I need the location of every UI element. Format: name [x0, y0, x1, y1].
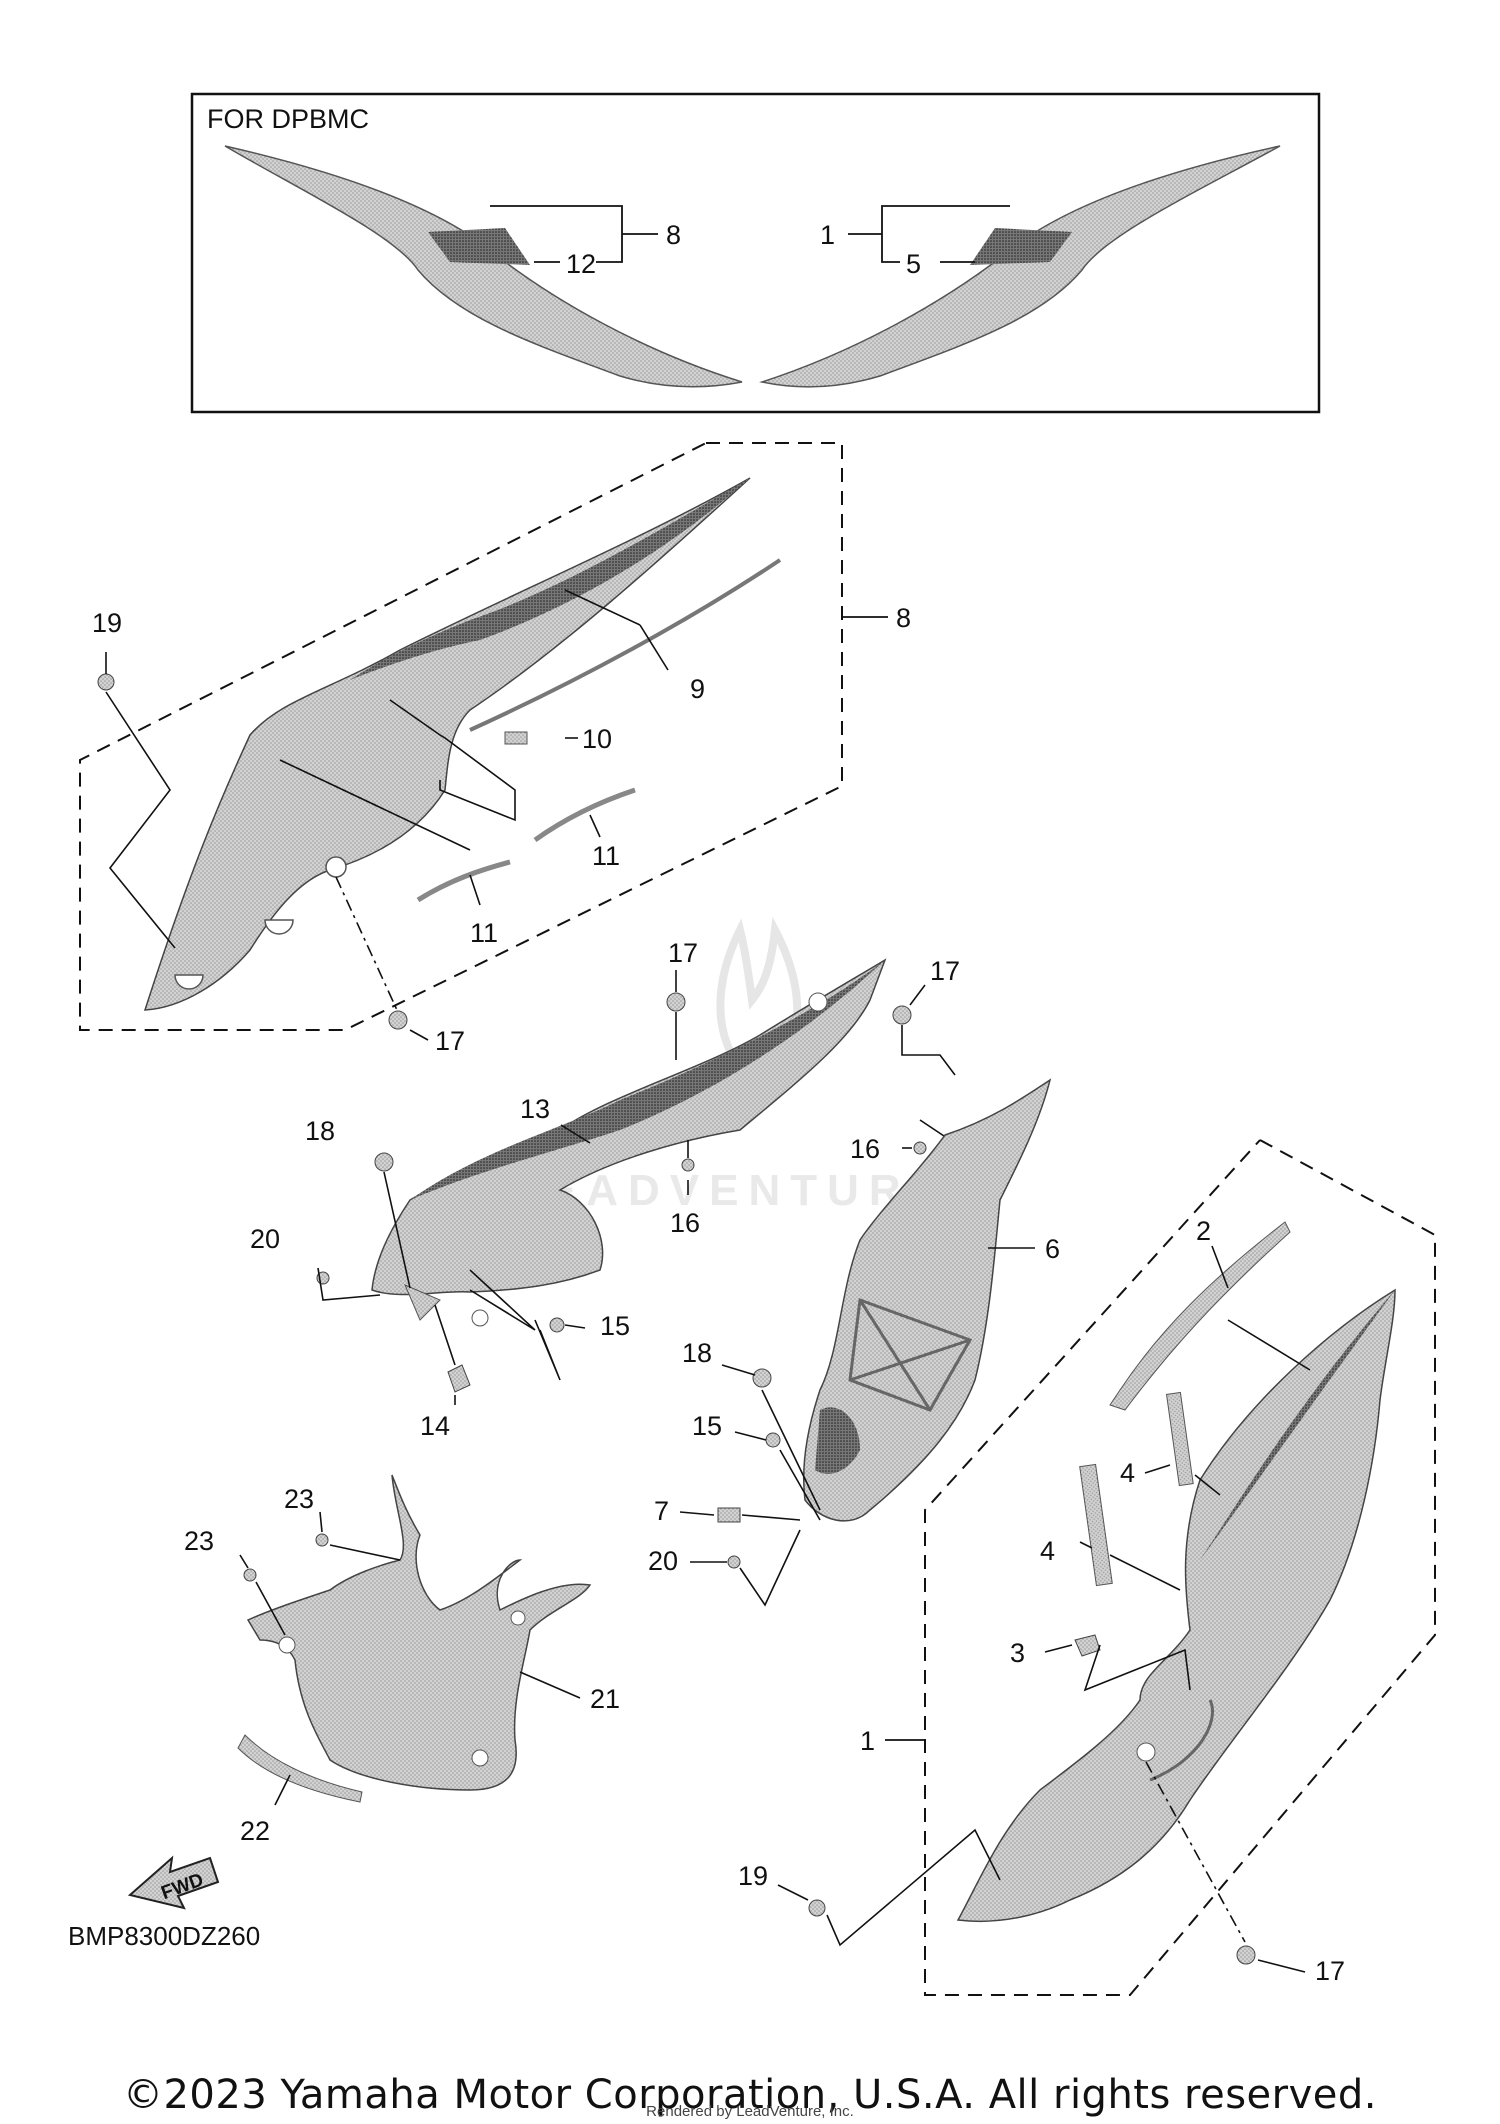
- callout-23b: 23: [184, 1526, 214, 1556]
- pad-4a: [1165, 1391, 1194, 1487]
- inset-left-cowl: [224, 145, 743, 388]
- panel-21: 21: [246, 1474, 620, 1791]
- callout-2: 2: [1196, 1216, 1211, 1246]
- callout-15b: 15: [692, 1411, 722, 1441]
- nut-16b: [913, 1141, 927, 1155]
- callout-16a: 16: [670, 1208, 700, 1238]
- fwd-arrow: FWD: [127, 1855, 220, 1910]
- callout-3: 3: [1010, 1638, 1025, 1668]
- side-cowl-left: [143, 477, 751, 1011]
- bolt-17c: [892, 1005, 912, 1025]
- callout-8: 8: [896, 603, 911, 633]
- callout-inset-12: 12: [566, 249, 596, 279]
- rendered-by: Rendered by LeadVenture, Inc.: [646, 2103, 854, 2120]
- callout-inset-1: 1: [820, 220, 835, 250]
- assembly-1: 1 2 4 4 3: [860, 1139, 1436, 1996]
- trim-22: [237, 1734, 363, 1803]
- pad-4b: [1079, 1463, 1113, 1587]
- callout-20a: 20: [250, 1224, 280, 1254]
- panel-6: 6: [802, 1078, 1060, 1522]
- callout-22: 22: [240, 1816, 270, 1846]
- callout-1: 1: [860, 1726, 875, 1756]
- clip-20b: [727, 1555, 741, 1569]
- clip-23b: [243, 1568, 257, 1582]
- clip-3: [1074, 1634, 1101, 1657]
- center-fasteners: 17 17 13 18 16 16 20 15 14: [250, 938, 960, 1441]
- callout-6: 6: [1045, 1234, 1060, 1264]
- callout-17c: 17: [930, 956, 960, 986]
- callout-18b: 18: [682, 1338, 712, 1368]
- bolt-18b: [752, 1368, 772, 1388]
- callout-21: 21: [590, 1684, 620, 1714]
- callout-18a: 18: [305, 1116, 335, 1146]
- callout-4b: 4: [1040, 1536, 1055, 1566]
- pad-10: [504, 731, 528, 745]
- stripe-9: [469, 558, 782, 732]
- bolt-18a: [374, 1152, 394, 1172]
- callout-13: 13: [520, 1094, 550, 1124]
- callout-14: 14: [420, 1411, 450, 1441]
- inset-dpbmc: FOR DPBMC 8 12 1 5: [190, 92, 1321, 414]
- nut-15a: [549, 1317, 565, 1333]
- callout-9: 9: [690, 674, 705, 704]
- bolt-17a-group: 17: [388, 1010, 465, 1056]
- nut-15b: [765, 1432, 781, 1448]
- callout-17b: 17: [668, 938, 698, 968]
- callout-23a: 23: [284, 1484, 314, 1514]
- copyright-notice: ©2023 Yamaha Motor Corporation, U.S.A. A…: [122, 2072, 1377, 2118]
- strip-11b: [416, 859, 511, 903]
- callout-19a: 19: [92, 608, 122, 638]
- clip-23a: [315, 1533, 329, 1547]
- assembly-8: 8 19 9 10 11 11: [79, 442, 911, 1031]
- callout-inset-5: 5: [906, 249, 921, 279]
- assembly-1-fasteners: 19 17: [738, 1828, 1345, 1986]
- callout-20b: 20: [648, 1546, 678, 1576]
- panel-21-parts: 23 23 22: [184, 1484, 401, 1846]
- bolt-17a: [388, 1010, 408, 1030]
- bolt-19b: [808, 1899, 826, 1917]
- callout-15a: 15: [600, 1311, 630, 1341]
- bolt-17b: [666, 992, 686, 1012]
- strip-11a: [533, 787, 636, 843]
- callout-11a: 11: [592, 841, 620, 871]
- nut-7: [717, 1507, 741, 1523]
- bolt-19a: [97, 673, 115, 691]
- callout-7: 7: [654, 1496, 669, 1526]
- inset-right-cowl: [759, 145, 1281, 388]
- callout-17d: 17: [1315, 1956, 1345, 1986]
- side-cowl-right: [956, 1288, 1396, 1923]
- panel-6-fasteners: 18 15 7 20: [648, 1338, 821, 1607]
- callout-4a: 4: [1120, 1458, 1135, 1488]
- bolt-17d: [1236, 1945, 1256, 1965]
- callout-10: 10: [582, 724, 612, 754]
- callout-19b: 19: [738, 1861, 768, 1891]
- inset-title: FOR DPBMC: [207, 104, 369, 134]
- callout-16b: 16: [850, 1134, 880, 1164]
- nut-16a: [681, 1158, 695, 1172]
- callout-inset-8: 8: [666, 220, 681, 250]
- strip-2: [1109, 1221, 1291, 1411]
- callout-17a: 17: [435, 1026, 465, 1056]
- clip-14: [447, 1364, 471, 1393]
- callout-11b: 11: [470, 918, 498, 948]
- inner-panel-13: [371, 958, 887, 1327]
- diagram-code: BMP8300DZ260: [68, 1921, 260, 1951]
